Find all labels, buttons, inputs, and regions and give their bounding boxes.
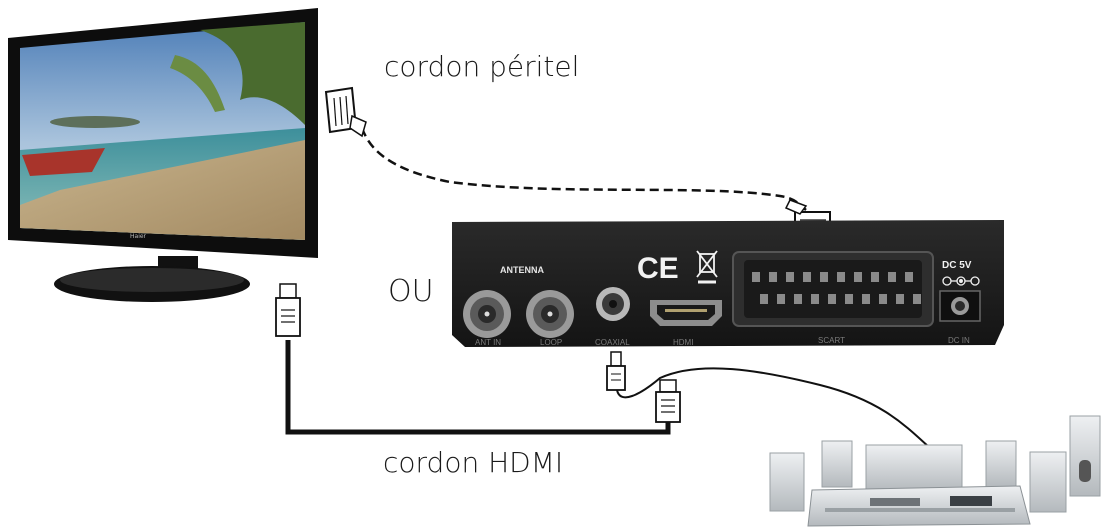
dc-polarity-icon: [942, 276, 980, 286]
scart-cable-label: cordon péritel: [384, 50, 580, 83]
scart-pin: [828, 294, 836, 304]
port-caption: DC IN: [948, 336, 970, 345]
scart-pin: [794, 294, 802, 304]
coaxial-port-icon: [596, 287, 630, 321]
scart-pin: [769, 272, 777, 282]
scart-pin: [820, 272, 828, 282]
antenna-in-port-icon: [463, 290, 511, 338]
port-caption: ANT IN: [475, 338, 501, 347]
scart-pin: [879, 294, 887, 304]
scart-pin: [811, 294, 819, 304]
antenna-label: ANTENNA: [500, 265, 544, 275]
tv-brand: Haier: [130, 233, 147, 240]
scart-pin: [845, 294, 853, 304]
scart-pin: [777, 294, 785, 304]
receiver-rear-panel: ANTENNA CE: [452, 220, 1004, 347]
port-caption: HDMI: [673, 338, 693, 347]
ce-mark: CE: [637, 252, 679, 285]
hdmi-port-icon: [650, 300, 722, 326]
hdmi-plug-icon: [275, 283, 301, 337]
or-label: OU: [388, 274, 434, 309]
loop-out-port-icon: [526, 290, 574, 338]
scart-pin: [888, 272, 896, 282]
scart-pin: [760, 294, 768, 304]
scart-pin: [803, 272, 811, 282]
scart-pin: [871, 272, 879, 282]
dc-label: DC 5V: [942, 260, 972, 271]
hdmi-plug-icon: [655, 379, 681, 423]
scart-pin: [913, 294, 921, 304]
scart-port-icon: [732, 251, 934, 327]
scart-pin: [896, 294, 904, 304]
dc-in-port-icon: [939, 290, 981, 322]
hdmi-cable-label: cordon HDMI: [383, 446, 564, 479]
hdmi-cable: [275, 283, 681, 435]
port-caption: LOOP: [540, 338, 562, 347]
tv-icon: Haier: [8, 8, 318, 302]
scart-pin: [837, 272, 845, 282]
weee-bin-icon: [696, 250, 718, 284]
scart-pin: [905, 272, 913, 282]
scart-pin: [752, 272, 760, 282]
scart-pin: [786, 272, 794, 282]
port-caption: SCART: [818, 336, 845, 345]
home-cinema-icon: [769, 415, 1101, 527]
scart-cable: [324, 86, 831, 241]
scart-pin: [854, 272, 862, 282]
rca-plug-icon: [606, 351, 626, 391]
scart-plug-icon: [324, 86, 367, 138]
port-caption: COAXIAL: [595, 338, 630, 347]
scart-pin: [862, 294, 870, 304]
